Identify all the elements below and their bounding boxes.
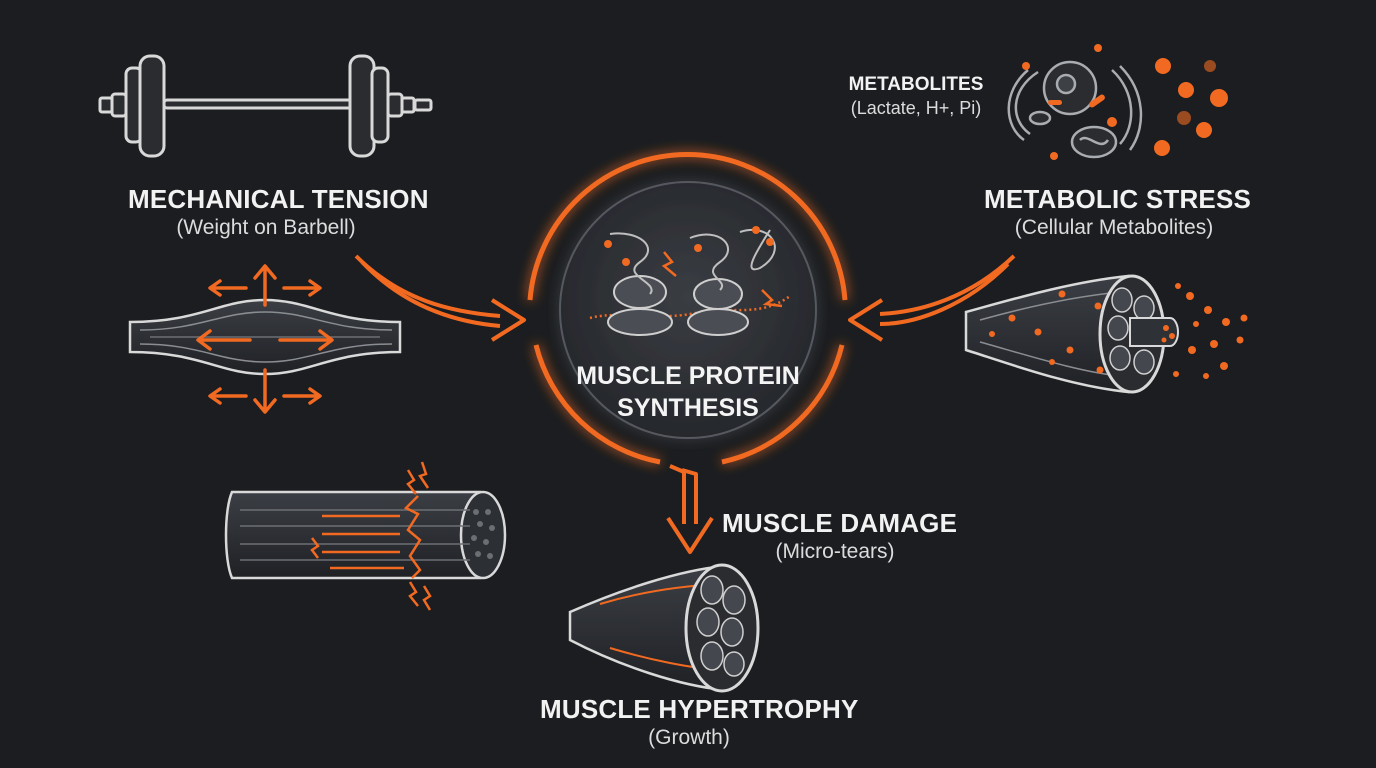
muscle-damage-subtitle: (Micro-tears) bbox=[775, 540, 895, 563]
metabolic-stress-subtitle: (Cellular Metabolites) bbox=[1014, 216, 1214, 239]
synthesis-title-line1: MUSCLE PROTEIN bbox=[576, 362, 800, 390]
damaged-fiber-icon bbox=[224, 461, 507, 611]
metabolites-subtitle: (Lactate, H+, Pi) bbox=[850, 98, 982, 118]
metabolic-fiber-icon bbox=[964, 274, 1248, 394]
metabolic-to-synthesis-arrow bbox=[848, 254, 1016, 342]
muscle-hypertrophy-title: MUSCLE HYPERTROPHY bbox=[540, 694, 859, 724]
barbell-icon bbox=[98, 54, 433, 158]
metabolite-particles bbox=[1022, 44, 1228, 160]
metabolites-title: METABOLITES bbox=[848, 74, 984, 95]
synthesis-title-line2: SYNTHESIS bbox=[617, 394, 759, 422]
metabolic-stress-title: METABOLIC STRESS bbox=[984, 184, 1252, 214]
muscle-damage-title: MUSCLE DAMAGE bbox=[722, 508, 958, 538]
synthesis-to-hypertrophy-arrow bbox=[666, 464, 714, 554]
ribosome-icon bbox=[589, 226, 791, 336]
synthesis-cycle bbox=[527, 152, 848, 465]
hypertrophied-muscle-icon bbox=[568, 563, 760, 693]
mechanical-tension-subtitle: (Weight on Barbell) bbox=[176, 216, 356, 239]
cell-organelles-icon bbox=[1007, 60, 1143, 159]
tension-arrows bbox=[196, 264, 334, 414]
mechanical-tension-title: MECHANICAL TENSION bbox=[128, 184, 429, 214]
muscle-hypertrophy-subtitle: (Growth) bbox=[648, 726, 730, 749]
tension-to-synthesis-arrow bbox=[354, 254, 526, 342]
stretched-muscle-icon bbox=[128, 298, 402, 376]
